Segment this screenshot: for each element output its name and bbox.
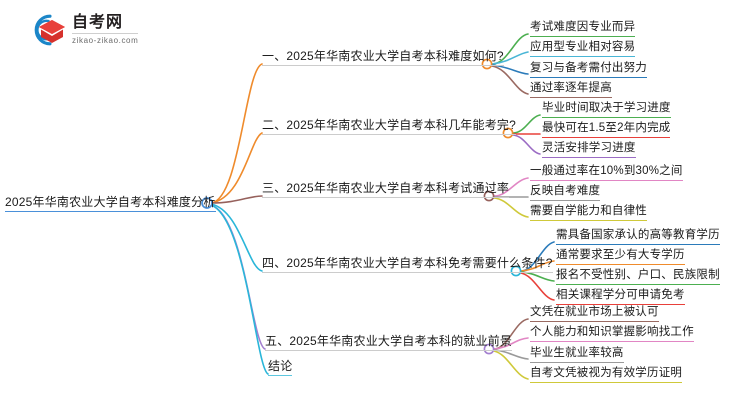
leaf-node-3-1[interactable]: 一般通过率在10%到30%之间 — [530, 164, 683, 181]
leaf-node-5-3[interactable]: 毕业生就业率较高 — [530, 346, 624, 363]
zikao-graduation-cap-logo-icon — [34, 14, 65, 46]
leaf-node-5-1[interactable]: 文凭在就业市场上被认可 — [530, 305, 659, 322]
leaf-node-5-4[interactable]: 自考文凭被视为有效学历证明 — [530, 366, 683, 383]
leaf-node-2-1[interactable]: 毕业时间取决于学习进度 — [542, 101, 671, 118]
leaf-node-3-3[interactable]: 需要自学能力和自律性 — [530, 204, 647, 221]
leaf-node-4-2[interactable]: 通常要求至少有大专学历 — [556, 248, 685, 265]
branch-node-conclusion[interactable]: 结论 — [268, 359, 293, 376]
leaf-node-1-3[interactable]: 复习与备考需付出努力 — [530, 61, 647, 78]
leaf-node-1-4[interactable]: 通过率逐年提高 — [530, 81, 612, 98]
branch-node-2[interactable]: 二、2025年华南农业大学自考本科几年能考完? — [262, 118, 516, 135]
leaf-node-5-2[interactable]: 个人能力和知识掌握影响找工作 — [530, 325, 694, 342]
leaf-node-2-3[interactable]: 灵活安排学习进度 — [542, 141, 636, 158]
logo-text-block: 自考网 zikao-zikao.com — [72, 15, 139, 45]
branch-node-4[interactable]: 四、2025年华南农业大学自考本科免考需要什么条件? — [262, 256, 553, 273]
logo-subtitle: zikao-zikao.com — [72, 36, 139, 45]
logo-title: 自考网 — [72, 15, 139, 34]
branch-node-3[interactable]: 三、2025年华南农业大学自考本科考试通过率 — [262, 181, 510, 198]
leaf-node-2-2[interactable]: 最快可在1.5至2年内完成 — [542, 121, 671, 138]
leaf-node-4-1[interactable]: 需具备国家承认的高等教育学历 — [556, 228, 720, 245]
leaf-node-3-2[interactable]: 反映自考难度 — [530, 184, 601, 201]
leaf-node-4-3[interactable]: 报名不受性别、户口、民族限制 — [556, 268, 720, 285]
leaf-node-1-2[interactable]: 应用型专业相对容易 — [530, 40, 636, 57]
branch-node-1[interactable]: 一、2025年华南农业大学自考本科难度如何? — [262, 49, 504, 66]
root-node-label[interactable]: 2025年华南农业大学自考本科难度分析 — [5, 195, 216, 212]
leaf-node-4-4[interactable]: 相关课程学分可申请免考 — [556, 288, 685, 305]
branch-node-5[interactable]: 五、2025年华南农业大学自考本科的就业前景 — [265, 334, 513, 351]
leaf-node-1-1[interactable]: 考试难度因专业而异 — [530, 20, 636, 37]
site-logo: 自考网 zikao-zikao.com — [28, 10, 168, 50]
